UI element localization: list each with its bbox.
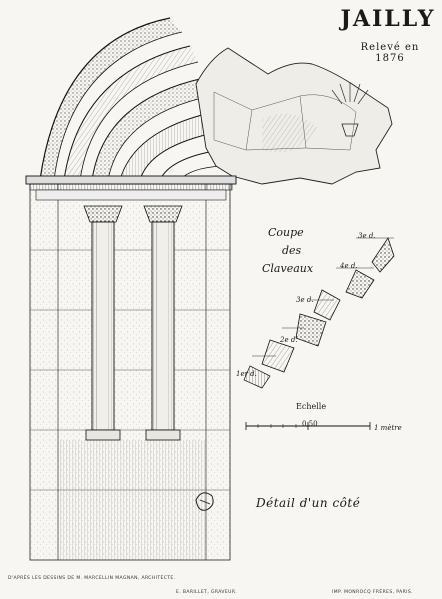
scale-bar [245, 422, 371, 430]
section-heading-line-3: Claveaux [262, 262, 314, 275]
tympanum-fragment [195, 47, 393, 185]
detail-caption: Détail d'un côté [256, 496, 361, 510]
section-heading-line-1: Coupe [268, 226, 304, 239]
masonry-wall [29, 179, 231, 561]
profile-label: 4e d. [340, 262, 358, 270]
engraver-monogram-icon [195, 492, 214, 511]
voussoir-section-profile [243, 237, 395, 389]
radiating-carving [331, 82, 369, 105]
profile-label: 1er d. [236, 370, 257, 378]
credit-center: E. BARILLET, GRAVEUR. [176, 590, 238, 595]
column-left [83, 205, 123, 441]
profile-label: 3e d. [358, 232, 376, 240]
impost-band [25, 175, 237, 201]
section-heading-line-2: des [282, 244, 302, 257]
credit-left: D'APRÈS LES DESSINS DE M. MARCELLIN MAGN… [8, 576, 176, 581]
profile-label: 2e d. [280, 336, 298, 344]
column-right [143, 205, 183, 441]
plate-subtitle: Relevé en 1876 [360, 42, 420, 64]
archivolts [39, 17, 223, 181]
scale-mid-label: 0,50 [302, 420, 318, 428]
scale-end-label: 1 mètre [374, 424, 402, 432]
profile-label: 3e d. [296, 296, 314, 304]
scale-title: Echelle [296, 402, 327, 411]
plate-title: JAILLY [340, 6, 436, 32]
credit-right: IMP. MONROCQ FRÈRES, PARIS. [332, 590, 413, 595]
